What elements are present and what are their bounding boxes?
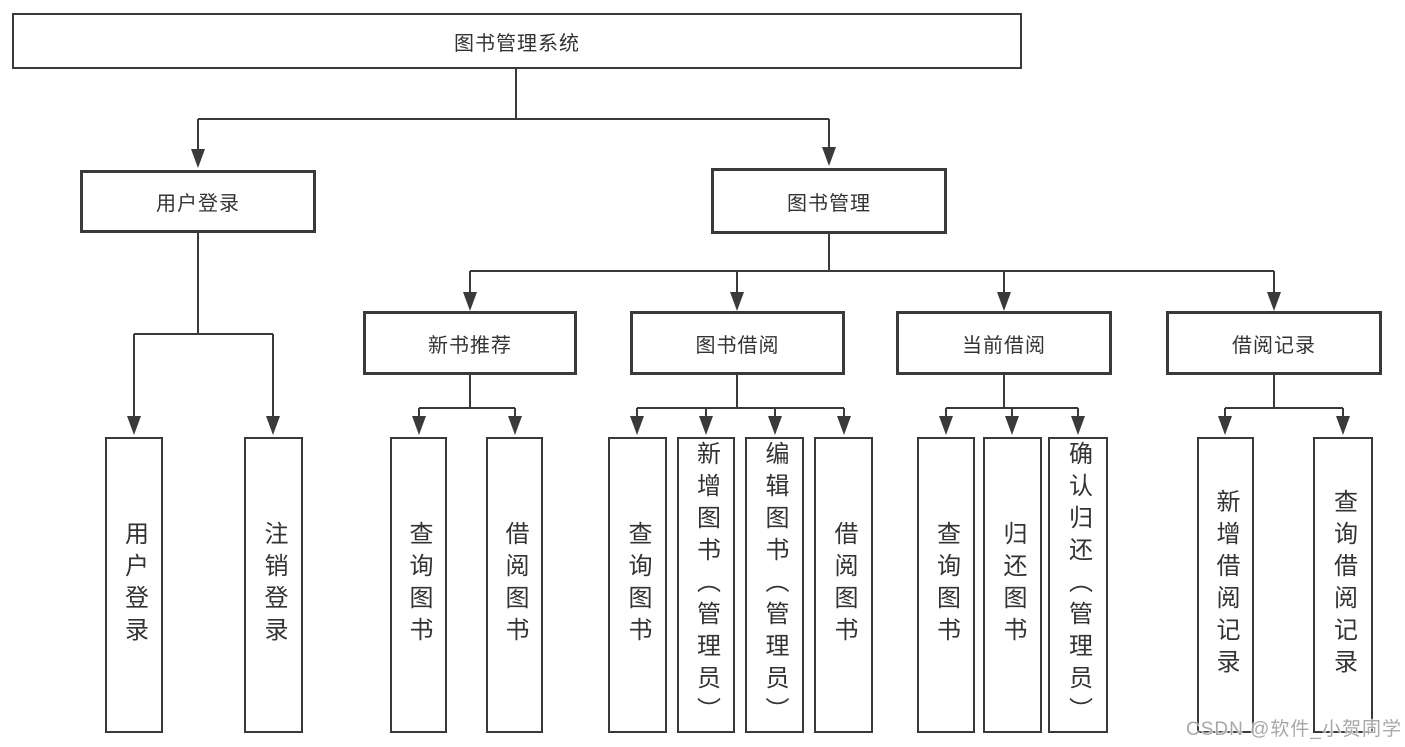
node-user-login: 用户登录 bbox=[80, 170, 316, 233]
connector-path bbox=[133, 69, 1344, 420]
watermark: CSDN @软件_小贺同学 bbox=[1186, 719, 1402, 740]
node-label: 用户登录 bbox=[156, 193, 240, 215]
node-label: 图书管理 bbox=[787, 192, 871, 215]
node-book-borrowing: 图书借阅 bbox=[630, 311, 845, 375]
node-label: 新增图书（管理员） bbox=[692, 441, 720, 729]
node-label: 归还图书 bbox=[999, 521, 1026, 649]
node-library-system: 图书管理系统 bbox=[12, 13, 1022, 69]
node-label: 当前借阅 bbox=[962, 334, 1046, 357]
leaf-return-book: 归还图书 bbox=[983, 437, 1042, 733]
node-label: 图书管理系统 bbox=[454, 32, 580, 55]
node-label: 借阅图书 bbox=[501, 521, 528, 649]
leaf-query-books-current: 查询图书 bbox=[917, 437, 975, 733]
node-label: 借阅图书 bbox=[830, 521, 857, 649]
leaf-query-borrow-record: 查询借阅记录 bbox=[1313, 437, 1373, 733]
node-current-borrowing: 当前借阅 bbox=[896, 311, 1112, 375]
node-label: 新增借阅记录 bbox=[1212, 489, 1239, 681]
node-new-book-recommend: 新书推荐 bbox=[363, 311, 577, 375]
leaf-add-borrow-record: 新增借阅记录 bbox=[1197, 437, 1254, 733]
node-label: 查询图书 bbox=[405, 521, 432, 649]
leaf-logout: 注销登录 bbox=[244, 437, 303, 733]
node-label: 确认归还（管理员） bbox=[1064, 441, 1092, 729]
node-borrowing-records: 借阅记录 bbox=[1166, 311, 1382, 375]
leaf-query-books-borrow: 查询图书 bbox=[608, 437, 667, 733]
node-label: 借阅记录 bbox=[1232, 334, 1316, 357]
node-label: 注销登录 bbox=[260, 521, 287, 649]
leaf-user-login: 用户登录 bbox=[105, 437, 163, 733]
node-label: 查询图书 bbox=[932, 521, 960, 649]
node-label: 查询借阅记录 bbox=[1329, 489, 1357, 681]
leaf-edit-book-admin: 编辑图书（管理员） bbox=[745, 437, 804, 733]
leaf-borrow-books-recommend: 借阅图书 bbox=[486, 437, 543, 733]
node-label: 查询图书 bbox=[624, 521, 651, 649]
node-book-management: 图书管理 bbox=[711, 168, 947, 234]
node-label: 用户登录 bbox=[120, 521, 148, 649]
leaf-query-books-recommend: 查询图书 bbox=[390, 437, 447, 733]
node-label: 编辑图书（管理员） bbox=[761, 441, 788, 729]
leaf-borrow-books: 借阅图书 bbox=[814, 437, 873, 733]
leaf-add-book-admin: 新增图书（管理员） bbox=[677, 437, 735, 733]
node-label: 新书推荐 bbox=[428, 334, 512, 357]
node-label: 图书借阅 bbox=[695, 334, 780, 357]
leaf-confirm-return-admin: 确认归还（管理员） bbox=[1048, 437, 1108, 733]
